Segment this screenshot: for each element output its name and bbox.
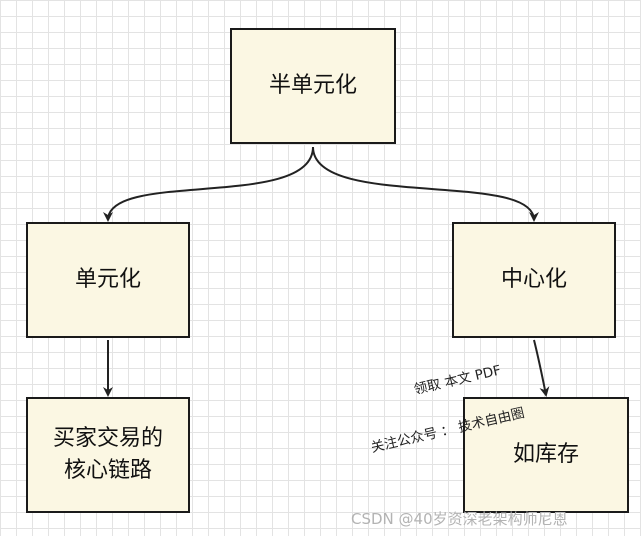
node-label: 半单元化 — [268, 73, 357, 99]
node-centralization: 中心化 — [452, 222, 616, 338]
node-label: 如库存 — [512, 442, 579, 468]
node-label-line-2: 核心链路 — [63, 458, 152, 483]
node-inventory: 如库存 — [463, 397, 629, 513]
edge-top-to-left — [103, 146, 314, 222]
node-buyer-core-path: 买家交易的 核心链路 — [26, 397, 190, 513]
node-unitization: 单元化 — [26, 222, 190, 338]
edge-top-to-right — [312, 146, 539, 222]
node-label: 中心化 — [500, 267, 567, 293]
node-label-line-1: 买家交易的 — [52, 426, 163, 452]
node-semi-unitization: 半单元化 — [230, 28, 396, 144]
watermark: CSDN @40岁资深老架构师尼恩 — [351, 510, 568, 528]
edge-right-to-bottom-right — [533, 339, 550, 397]
node-label: 单元化 — [74, 267, 141, 293]
